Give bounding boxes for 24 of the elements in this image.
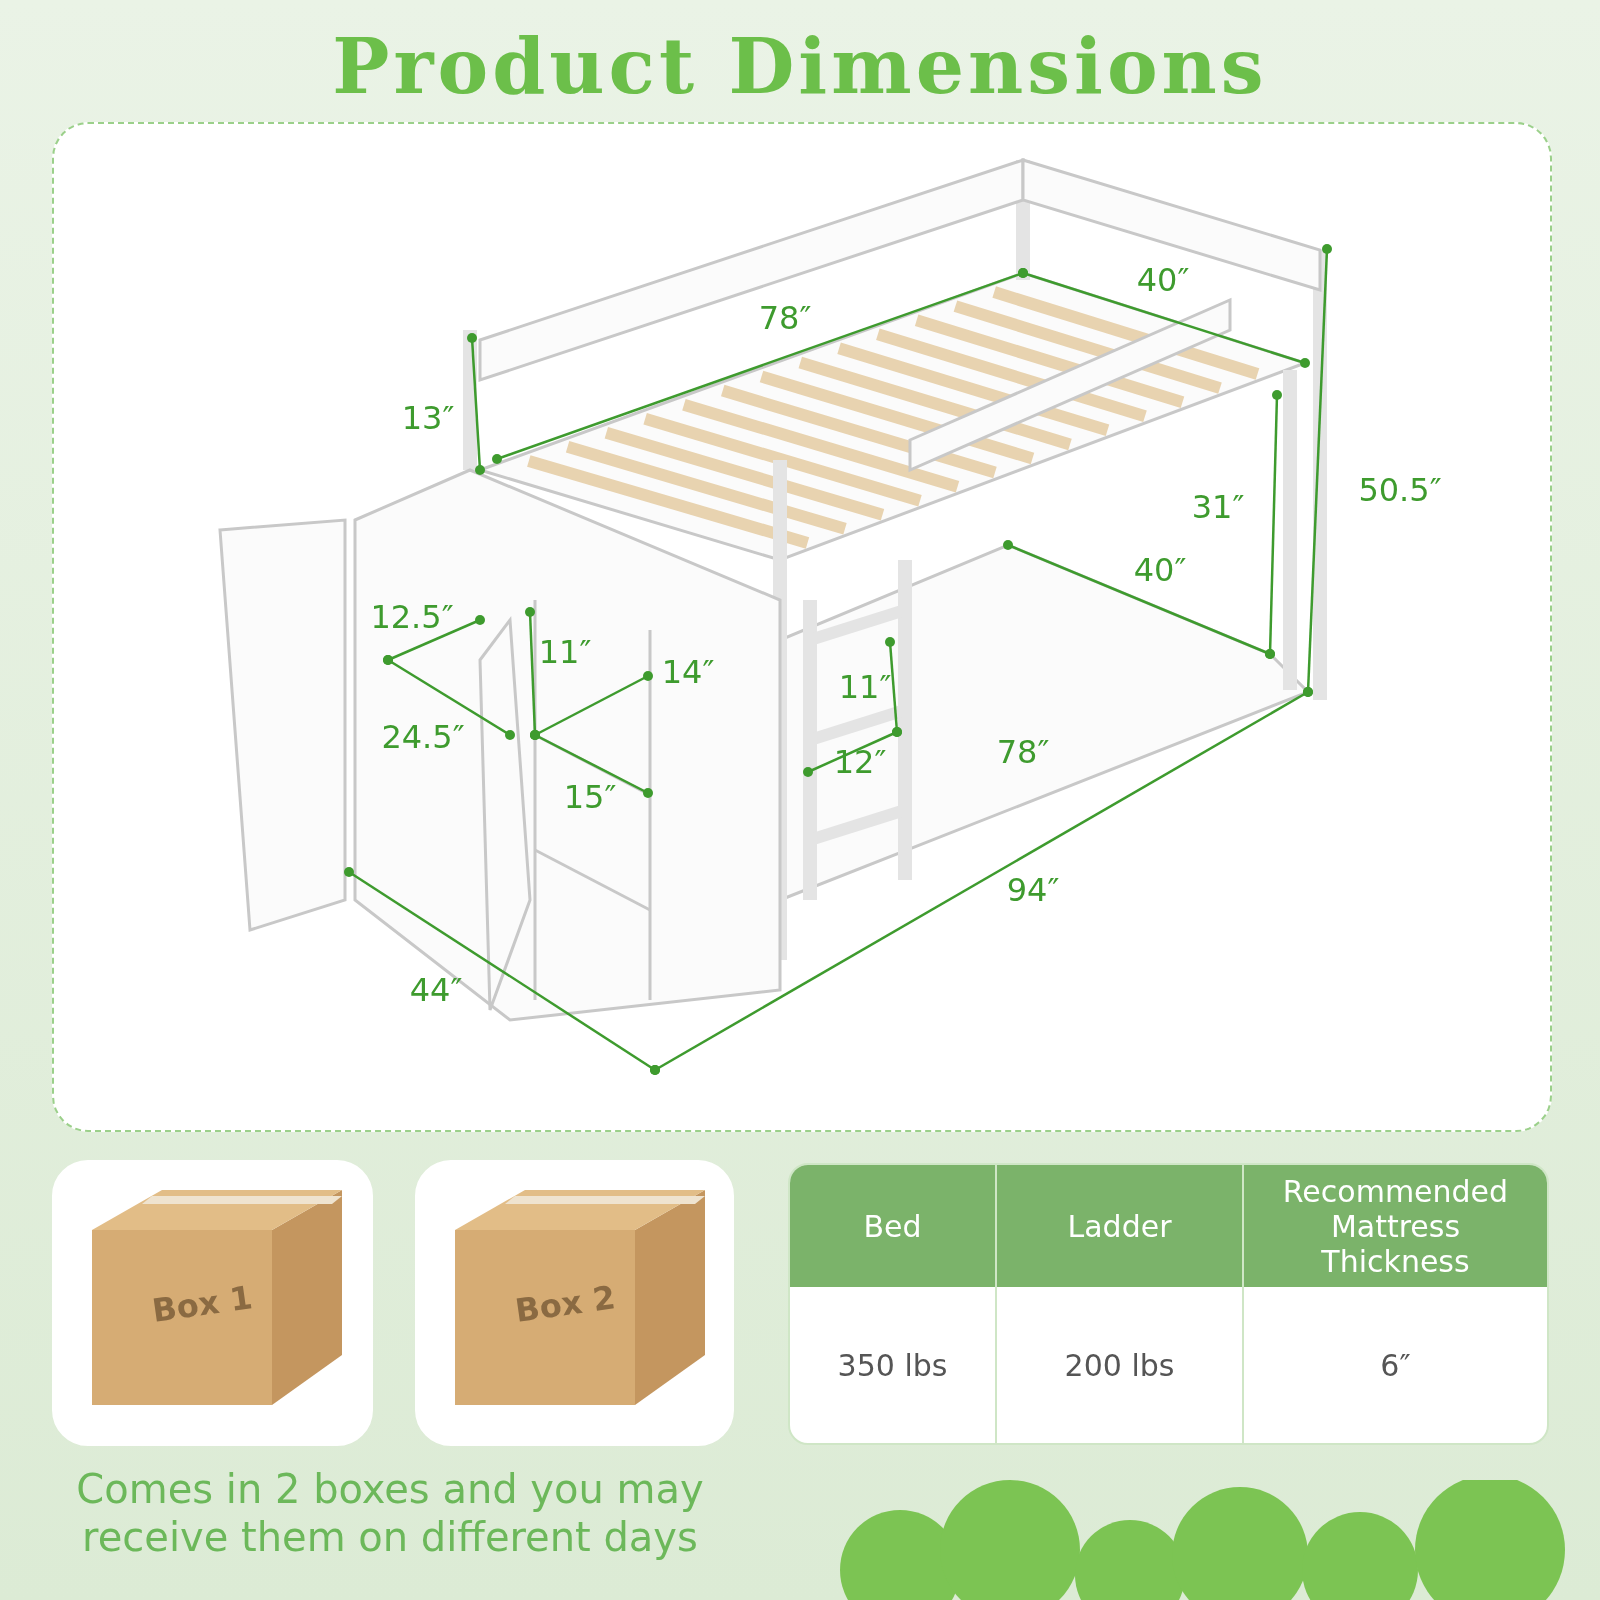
dimension-label: 15″ <box>563 778 617 816</box>
dimension-label: 78″ <box>996 733 1050 771</box>
title: Product Dimensions <box>331 22 1269 111</box>
dimension-label: 12″ <box>833 743 887 781</box>
dimension-label: 12.5″ <box>370 598 454 636</box>
column-header: Ladder <box>995 1165 1242 1287</box>
dimension-label: 50.5″ <box>1358 471 1442 509</box>
dimension-label: 31″ <box>1191 488 1245 526</box>
dimension-label: 40″ <box>1133 551 1187 589</box>
dimension-label: 94″ <box>1006 871 1060 909</box>
dimension-label: 40″ <box>1136 261 1190 299</box>
dimension-label: 78″ <box>758 299 812 337</box>
table-cell-text: 350 lbs <box>836 1346 949 1385</box>
table-cell: 6″ <box>1242 1287 1547 1443</box>
dimension-label: 13″ <box>401 399 455 437</box>
dimension-label: 44″ <box>409 971 463 1009</box>
column-header: Recommended Mattress Thickness <box>1242 1165 1547 1287</box>
table-cell: 200 lbs <box>995 1287 1242 1443</box>
column-header: Bed <box>862 1207 923 1246</box>
dimension-label: 24.5″ <box>381 718 465 756</box>
dimension-label: 11″ <box>838 668 892 706</box>
dimension-label: 14″ <box>661 653 715 691</box>
caption: Comes in 2 boxes and you may receive them on different days <box>75 1465 705 1561</box>
dimension-label: 11″ <box>538 633 592 671</box>
